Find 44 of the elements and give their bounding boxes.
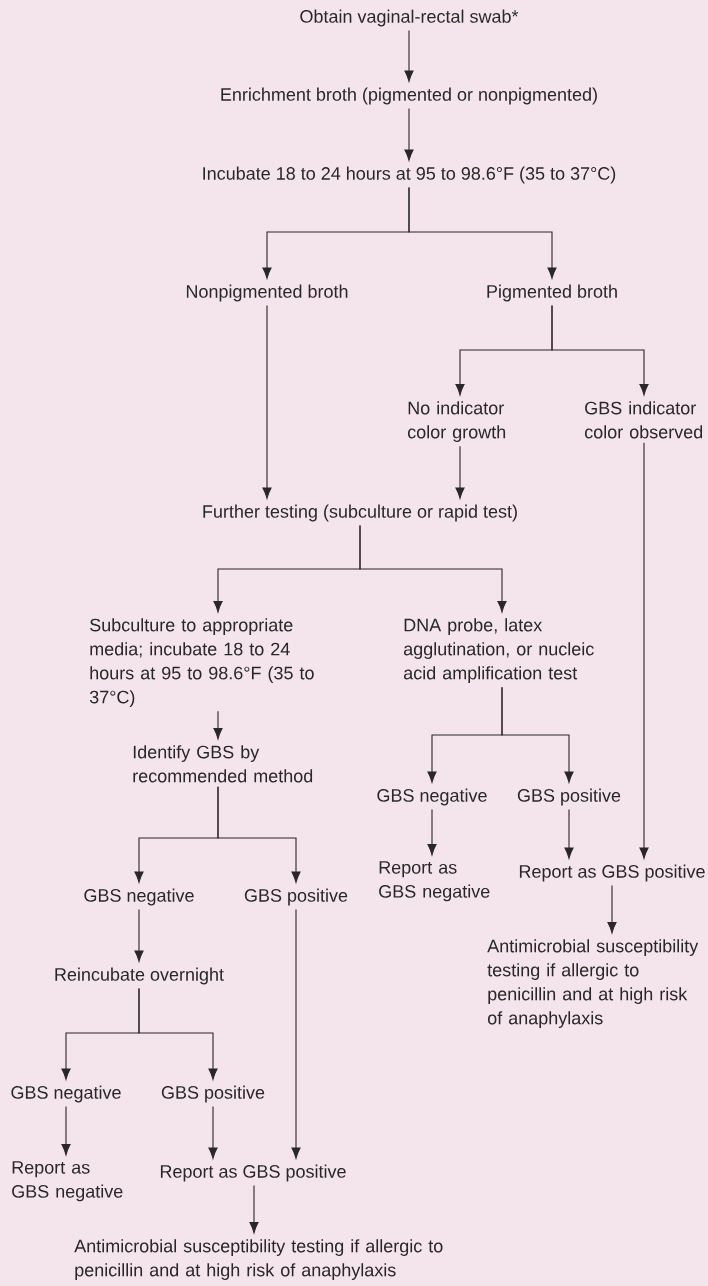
step-text: Reincubate overnight [55,967,224,985]
arrow [213,710,223,740]
step-text: Report as GBS negative [379,861,490,902]
arrow [551,305,649,396]
arrow [217,786,301,883]
arrow [262,305,272,499]
arrow [208,1106,218,1159]
arrow [249,1185,259,1234]
step-text: GBS positive [517,788,621,806]
arrow [639,442,649,859]
step-text: Enrichment broth (pigmented or nonpigmented) [221,87,597,105]
step-text: Pigmented broth [487,284,617,302]
step-text: GBS negative [84,888,194,906]
step-text: Nonpigmented broth [186,284,348,302]
step-text: Report as GBS positive [519,864,705,882]
arrow [359,525,507,613]
arrow [138,988,218,1080]
arrow [427,809,437,856]
arrow [408,187,557,279]
step-text: Antimicrobial susceptibility testing if allergic to penicillin and at high risk of anaphylaxis [487,939,699,1028]
step-text: Report as GBS negative [12,1161,123,1202]
arrow [455,445,465,499]
step-text: GBS negative [11,1085,121,1103]
arrow [134,909,144,962]
step-text: Subculture to appropriate media; incubate 18 to 24 hours at 95 to 98.6°F (35 to 37°C) [89,618,314,707]
step-text: Further testing (subculture or rapid test) [203,504,517,522]
arrow [61,1106,71,1156]
step-text: Antimicrobial susceptibility testing if allergic to penicillin and at high risk of anaphylaxis [74,1239,443,1280]
arrow [564,809,574,859]
arrow [404,30,414,82]
step-text: Identify GBS by recommended method [133,745,313,783]
step-text: GBS positive [161,1085,265,1103]
step-text: GBS indicator color observed [584,401,703,439]
step-text: GBS negative [377,788,487,806]
step-text: DNA probe, latex agglutination, or nucleic acid amplification test [403,618,594,683]
step-text: Obtain vaginal-rectal swab* [300,9,519,27]
arrow [404,108,414,161]
arrow [501,686,574,783]
step-text: Report as GBS positive [160,1164,346,1182]
step-text: GBS positive [244,888,348,906]
arrow [291,909,301,1159]
arrow [607,885,617,934]
step-text: No indicator color growth [407,401,506,442]
step-text: Incubate 18 to 24 hours at 95 to 98.6°F (35 to 37°C) [203,166,616,184]
